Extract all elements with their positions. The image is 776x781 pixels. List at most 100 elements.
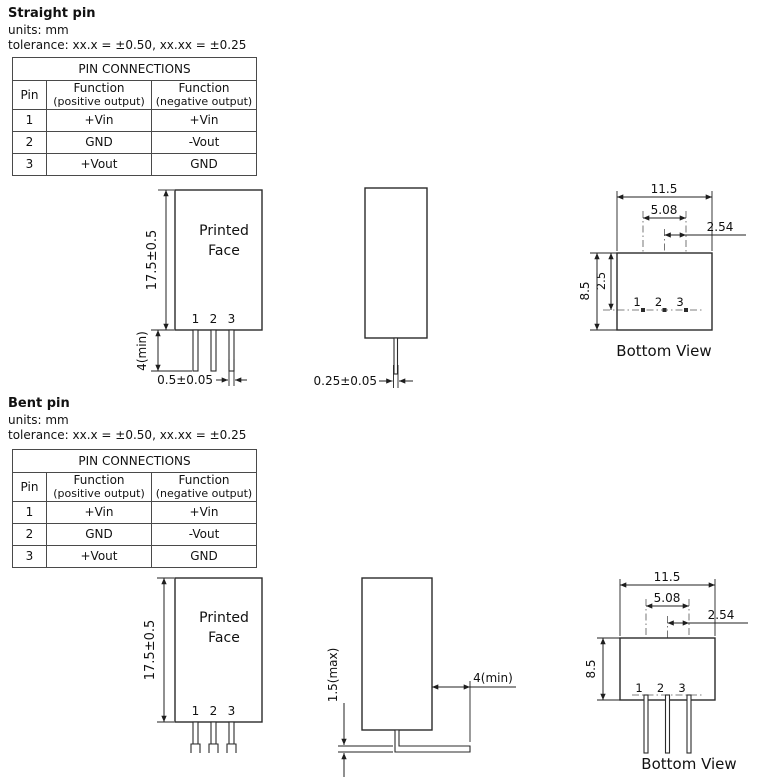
col-header-negative-line2: (negative output) <box>155 486 253 500</box>
table-row: 1 +Vin +Vin <box>12 108 257 132</box>
pad-number-2: 2 <box>655 295 662 309</box>
bottom-view-caption: Bottom View <box>641 755 736 773</box>
bottom-view-bent: 11.5 5.08 2.54 1 2 3 8.5 Bottom V <box>584 570 748 773</box>
package-footprint <box>619 637 716 701</box>
bent-pin-header: Bent pin units: mm tolerance: xx.x = ±0.… <box>8 396 246 443</box>
tolerance-note: tolerance: xx.x = ±0.50, xx.xx = ±0.25 <box>8 38 247 53</box>
section-title-straight: Straight pin <box>8 6 96 21</box>
table-title-row: PIN CONNECTIONS <box>12 57 257 81</box>
cell-negative: GND <box>151 152 257 176</box>
dim-pin-pitch: 2.54 <box>707 220 734 234</box>
col-header-positive-line2: (positive output) <box>53 94 145 108</box>
cell-positive: GND <box>46 522 152 546</box>
col-header-negative-line2: (negative output) <box>155 94 253 108</box>
pin-pads <box>641 308 688 312</box>
bent-foot <box>190 743 201 753</box>
dim-pin-offset: 2.5 <box>594 272 608 290</box>
pin-number-2: 2 <box>210 704 218 718</box>
package-body <box>174 189 263 331</box>
pin-number-3: 3 <box>228 704 236 718</box>
cell-positive: +Vin <box>46 108 152 132</box>
col-header-negative: Function (negative output) <box>151 80 257 110</box>
bent-foot <box>226 743 237 753</box>
dim-pin-span: 5.08 <box>651 203 678 217</box>
dim-pin-pitch: 2.54 <box>708 608 735 622</box>
cell-positive: +Vout <box>46 152 152 176</box>
dim-foot-length: 4(min) <box>473 671 513 685</box>
pad-number-3: 3 <box>676 295 683 309</box>
printed-face-label-line1: Printed <box>199 610 249 626</box>
cell-positive: GND <box>46 130 152 154</box>
cell-negative: GND <box>151 544 257 568</box>
cell-negative: +Vin <box>151 500 257 524</box>
table-row: 3 +Vout GND <box>12 152 257 176</box>
dim-body-height: 17.5±0.5 <box>145 230 160 291</box>
pad-number-1: 1 <box>633 295 640 309</box>
pin-number-1: 1 <box>192 312 200 326</box>
package-body-side <box>364 187 428 339</box>
dim-pin-thickness: 0.25±0.05 <box>314 374 378 388</box>
printed-face-label-line2: Face <box>208 243 240 259</box>
col-header-positive-line2: (positive output) <box>53 486 145 500</box>
bottom-view-caption: Bottom View <box>616 342 711 360</box>
dim-body-height: 17.5±0.5 <box>143 620 158 681</box>
bent-pin-side <box>394 729 471 753</box>
bent-foot <box>208 743 219 753</box>
cell-positive: +Vin <box>46 500 152 524</box>
pins <box>190 721 237 753</box>
pin-number-2: 2 <box>210 312 218 326</box>
col-header-pin: Pin <box>12 472 47 502</box>
pins <box>643 694 692 754</box>
dim-pin-width: 0.5±0.05 <box>157 373 213 387</box>
pin-side <box>393 337 399 375</box>
table-header-row: Pin Function (positive output) Function … <box>12 80 257 110</box>
units-note: units: mm <box>8 23 69 37</box>
dim-pin-length: 4(min) <box>135 331 149 371</box>
col-header-positive-line1: Function <box>73 81 125 95</box>
cell-pin: 2 <box>12 130 47 154</box>
package-body-side <box>361 577 433 731</box>
package-footprint <box>616 252 713 331</box>
cell-negative: +Vin <box>151 108 257 132</box>
col-header-negative-line1: Function <box>178 473 230 487</box>
straight-pin-header: Straight pin units: mm tolerance: xx.x =… <box>8 6 246 53</box>
col-header-positive: Function (positive output) <box>46 80 152 110</box>
cell-pin: 1 <box>12 500 47 524</box>
pins <box>192 329 235 372</box>
table-title: PIN CONNECTIONS <box>12 57 257 81</box>
printed-face-label-line1: Printed <box>199 223 249 239</box>
col-header-positive: Function (positive output) <box>46 472 152 502</box>
cell-pin: 1 <box>12 108 47 132</box>
side-view-straight: 0.25±0.05 <box>314 187 428 388</box>
front-view-straight: Printed Face 1 2 3 17.5±0.5 4(min) <box>135 189 263 387</box>
col-header-positive-line1: Function <box>73 473 125 487</box>
dim-body-depth: 8.5 <box>584 659 598 678</box>
bottom-view-straight: 11.5 5.08 2.54 1 2 3 8.5 <box>578 182 746 360</box>
table-header-row: Pin Function (positive output) Function … <box>12 472 257 502</box>
col-header-negative-line1: Function <box>178 81 230 95</box>
col-header-pin: Pin <box>12 80 47 110</box>
printed-face-label-line2: Face <box>208 630 240 646</box>
cell-negative: -Vout <box>151 130 257 154</box>
dim-pin-span: 5.08 <box>654 591 681 605</box>
dim-body-depth: 8.5 <box>578 281 592 300</box>
cell-negative: -Vout <box>151 522 257 546</box>
units-note: units: mm <box>8 413 69 427</box>
front-view-bent: Printed Face 1 2 3 17.5±0.5 <box>143 577 263 753</box>
dim-foot-height: 1.5(max) <box>326 648 340 703</box>
pin-number-3: 3 <box>228 312 236 326</box>
cell-pin: 2 <box>12 522 47 546</box>
pin-connections-table-straight: PIN CONNECTIONS Pin Function (positive o… <box>12 57 257 176</box>
straight-pin-drawings: Printed Face 1 2 3 17.5±0.5 4(min) <box>135 182 746 388</box>
section-title-bent: Bent pin <box>8 396 70 411</box>
tolerance-note: tolerance: xx.x = ±0.50, xx.xx = ±0.25 <box>8 428 247 443</box>
package-body <box>174 577 263 723</box>
cell-pin: 3 <box>12 152 47 176</box>
table-row: 1 +Vin +Vin <box>12 500 257 524</box>
col-header-negative: Function (negative output) <box>151 472 257 502</box>
pin-connections-table-bent: PIN CONNECTIONS Pin Function (positive o… <box>12 449 257 568</box>
pad-number-3: 3 <box>678 681 685 695</box>
table-row: 2 GND -Vout <box>12 522 257 546</box>
pin-number-1: 1 <box>192 704 200 718</box>
